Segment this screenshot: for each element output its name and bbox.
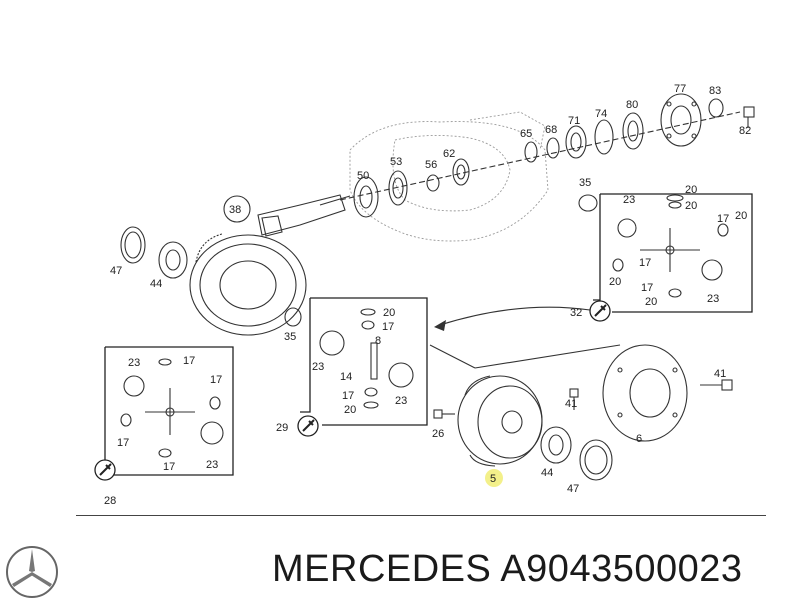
callout-53: 53 [390, 156, 402, 168]
callout-23: 23 [623, 194, 635, 206]
kit-box-29 [300, 297, 428, 426]
callout-23: 23 [312, 361, 324, 373]
part-74-seal [594, 119, 614, 155]
part-65-washer [524, 141, 538, 163]
callout-17: 17 [641, 282, 653, 294]
top-row-parts [353, 93, 755, 218]
box-32-contents [612, 194, 729, 298]
callout-71: 71 [568, 115, 580, 127]
callout-41: 41 [565, 398, 577, 410]
pinion-shaft-line [319, 111, 741, 206]
callout-17: 17 [183, 355, 195, 367]
callout-80: 80 [626, 99, 638, 111]
part-44-bearing-right [540, 426, 572, 464]
kit-box-28 [98, 346, 234, 476]
callout-38: 38 [229, 204, 241, 216]
callout-17: 17 [639, 257, 651, 269]
part-47-seal-right [579, 439, 613, 481]
arrow-head [434, 320, 446, 331]
callout-14: 14 [340, 371, 352, 383]
callout-56: 56 [425, 159, 437, 171]
callout-20: 20 [383, 307, 395, 319]
callout-8: 8 [375, 335, 381, 347]
callout-23: 23 [128, 357, 140, 369]
callout-17: 17 [210, 374, 222, 386]
callout-47: 47 [110, 265, 122, 277]
part-26-bolt [433, 409, 455, 419]
callout-17: 17 [342, 390, 354, 402]
part-83-nut [708, 98, 724, 118]
part-38-pinion [223, 194, 346, 237]
part-41-bolt-carrier [700, 379, 733, 391]
callout-17: 17 [382, 321, 394, 333]
part-53-seal [388, 170, 408, 206]
callout-47: 47 [567, 483, 579, 495]
part-68-washer [546, 137, 560, 159]
part-77-flange [660, 93, 702, 147]
callout-20: 20 [344, 404, 356, 416]
wrench-icon [589, 300, 611, 322]
callout-83: 83 [709, 85, 721, 97]
part-5-differential-case [457, 375, 543, 467]
callout-35: 35 [579, 177, 591, 189]
leader-lines [429, 344, 621, 369]
part-35-washer-right [578, 194, 598, 212]
callout-29: 29 [276, 422, 288, 434]
part-80-seal [622, 112, 644, 150]
callout-20: 20 [685, 200, 697, 212]
wrench-icon [297, 415, 319, 437]
part-71-bearing [565, 125, 587, 159]
callout-50: 50 [357, 170, 369, 182]
part-82-bolt [743, 106, 755, 128]
callout-20: 20 [685, 184, 697, 196]
callout-77: 77 [674, 83, 686, 95]
callout-23: 23 [395, 395, 407, 407]
part-35-washer-left [284, 307, 302, 327]
callout-6: 6 [636, 433, 642, 445]
box-28-contents [120, 358, 224, 458]
wrench-icon [94, 459, 116, 481]
callout-44: 44 [541, 467, 553, 479]
callout-28: 28 [104, 495, 116, 507]
callout-17: 17 [717, 213, 729, 225]
callout-23: 23 [707, 293, 719, 305]
callout-20: 20 [735, 210, 747, 222]
callout-5: 5 [490, 473, 496, 485]
box-29-contents [319, 308, 414, 409]
callout-35: 35 [284, 331, 296, 343]
callout-41: 41 [714, 368, 726, 380]
callout-20: 20 [645, 296, 657, 308]
part-41-bolt-case [569, 388, 579, 410]
ring-gear [189, 233, 307, 336]
part-number-title: MERCEDES A9043500023 [272, 548, 743, 590]
callout-62: 62 [443, 148, 455, 160]
footer-divider [76, 515, 766, 516]
callout-17: 17 [117, 437, 129, 449]
callout-68: 68 [545, 124, 557, 136]
part-50-bearing [353, 176, 379, 218]
part-44-bearing-left [158, 241, 188, 279]
callout-32: 32 [570, 307, 582, 319]
callout-labels: 5 6 8 14 17 17 17 17 17 17 17 17 17 20 2… [104, 83, 751, 507]
kit-box-32 [593, 193, 753, 313]
callout-74: 74 [595, 108, 607, 120]
housing-ghost [349, 111, 549, 242]
part-6-carrier [602, 344, 688, 442]
exploded-view-svg: 5 6 8 14 17 17 17 17 17 17 17 17 17 20 2… [94, 83, 755, 507]
part-5-highlight [485, 469, 503, 487]
callout-65: 65 [520, 128, 532, 140]
part-56-nut [426, 174, 440, 192]
callout-26: 26 [432, 428, 444, 440]
reference-arrow [439, 306, 591, 326]
part-62-ring [452, 158, 470, 186]
part-47-seal-left [120, 226, 146, 264]
callout-82: 82 [739, 125, 751, 137]
callout-23: 23 [206, 459, 218, 471]
callout-17: 17 [163, 461, 175, 473]
callout-20: 20 [609, 276, 621, 288]
mercedes-star-logo-icon [6, 546, 58, 598]
callout-44: 44 [150, 278, 162, 290]
